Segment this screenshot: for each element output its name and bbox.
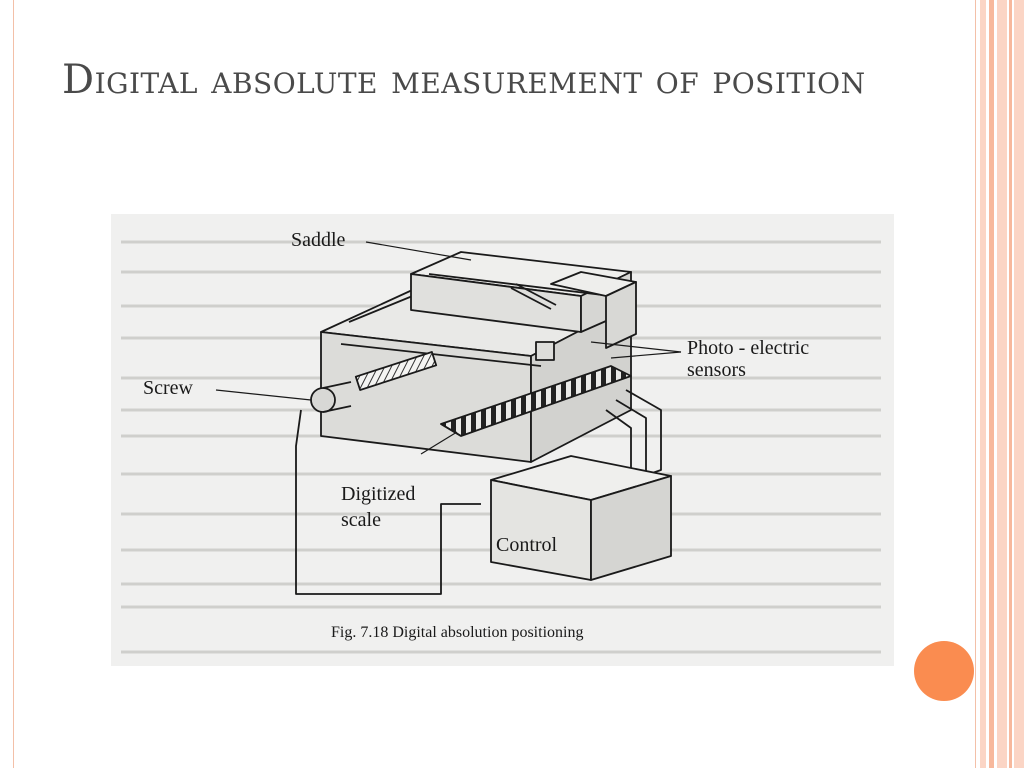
sensor-carriage (510, 271, 637, 361)
figure-caption: Fig. 7.18 Digital absolution positioning (331, 624, 583, 641)
label-screw: Screw (143, 377, 194, 399)
label-photo-electric: Photo - electric (687, 337, 809, 359)
decorative-orange-circle (914, 641, 974, 701)
slide-frame (13, 0, 976, 768)
label-scale: scale (341, 509, 381, 531)
decorative-stripe-1 (980, 0, 986, 768)
decorative-stripe-4 (1009, 0, 1012, 768)
decorative-stripe-2 (989, 0, 994, 768)
label-sensors: sensors (687, 359, 746, 381)
figure-image: Saddle Screw Photo - electric sensors Di… (111, 214, 894, 666)
digitized-scale (440, 365, 632, 437)
label-saddle: Saddle (291, 229, 346, 251)
label-control: Control (496, 534, 558, 556)
decorative-stripe-3 (997, 0, 1007, 768)
screw-cable (295, 409, 481, 595)
slide-title: Digital absolute measurement of position (62, 57, 866, 103)
decorative-stripe-5 (1014, 0, 1024, 768)
screw (310, 351, 438, 413)
positioning-diagram: Saddle Screw Photo - electric sensors Di… (121, 229, 881, 654)
control-box (490, 455, 672, 581)
label-digitized: Digitized (341, 483, 415, 505)
leader-lines (215, 241, 682, 455)
